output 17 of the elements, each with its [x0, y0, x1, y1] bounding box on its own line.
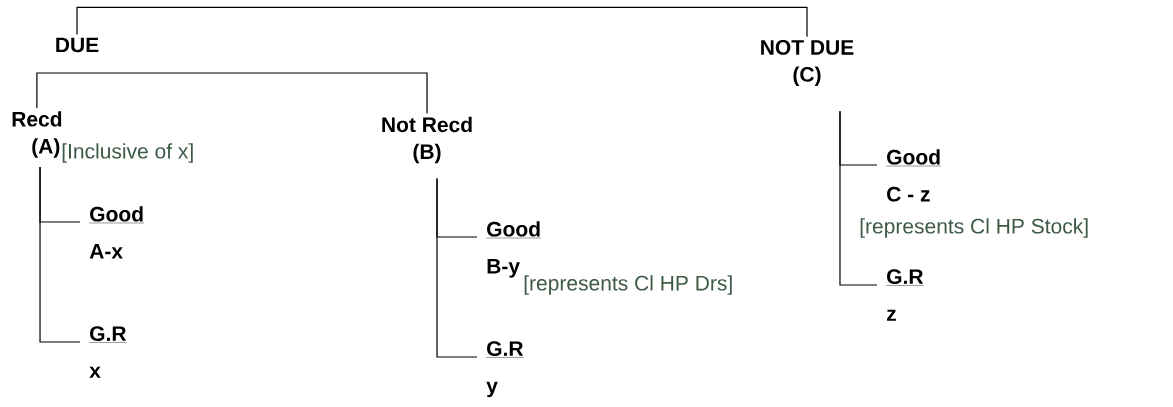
- bracket-line: [36, 72, 428, 115]
- branch-label: G.R z: [886, 269, 924, 321]
- branch-line: [839, 110, 878, 286]
- branch-label: DUE: [56, 37, 99, 53]
- note-text: [Inclusive of x]: [62, 143, 193, 163]
- branch-label: NOT DUE (C): [761, 40, 854, 86]
- branch-label: Good C - z: [886, 149, 942, 202]
- bracket-line: [76, 6, 808, 38]
- branch-label: Not Recd (B): [382, 116, 472, 164]
- branch-label: G.R y: [486, 341, 524, 398]
- branch-line: [39, 166, 81, 343]
- note-text: [represents Cl HP Drs]: [524, 275, 732, 295]
- branch-label: G.R x: [89, 326, 127, 378]
- branch-line: [436, 177, 478, 358]
- branch-label: Good A-x: [89, 206, 145, 259]
- note-text: [represents Cl HP Stock]: [860, 218, 1088, 238]
- branch-label: Recd (A): [12, 111, 62, 158]
